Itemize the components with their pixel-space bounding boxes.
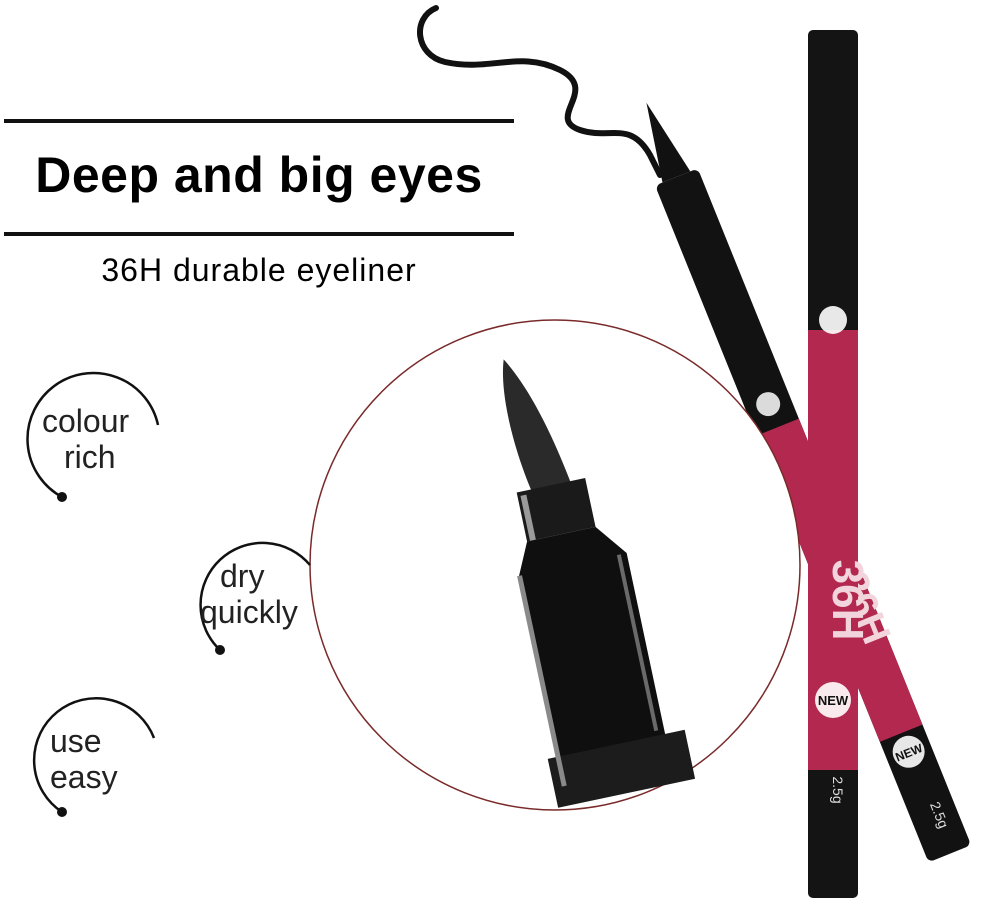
- feature-badge-use-easy: use easy: [22, 688, 162, 828]
- vertical-pen-mark: 36H: [823, 560, 872, 641]
- feature-label: quickly: [200, 594, 298, 630]
- ink-swirl: [417, 5, 663, 178]
- svg-text:2.5g: 2.5g: [830, 776, 846, 803]
- badge-arc-icon: [26, 371, 160, 502]
- top-rule: [4, 119, 514, 123]
- zoomed-pen-tip: [503, 359, 696, 808]
- svg-text:NEW: NEW: [818, 693, 849, 708]
- feature-badge-colour-rich: colour rich: [22, 365, 162, 505]
- page-title: Deep and big eyes: [35, 147, 483, 203]
- feature-label: rich: [64, 439, 116, 475]
- feature-label: use: [50, 723, 102, 759]
- feature-badge-dry-quickly: dry quickly: [180, 525, 320, 665]
- feature-label: easy: [50, 759, 118, 795]
- bottom-rule: [4, 232, 514, 236]
- badge-arc-icon: [32, 697, 156, 817]
- badge-arc-icon: [199, 541, 311, 655]
- feature-label: dry: [220, 558, 265, 594]
- feature-label: colour: [42, 403, 130, 439]
- vertical-pen: 36H NEW 2.5g: [808, 30, 872, 898]
- page-subtitle: 36H durable eyeliner: [101, 252, 417, 288]
